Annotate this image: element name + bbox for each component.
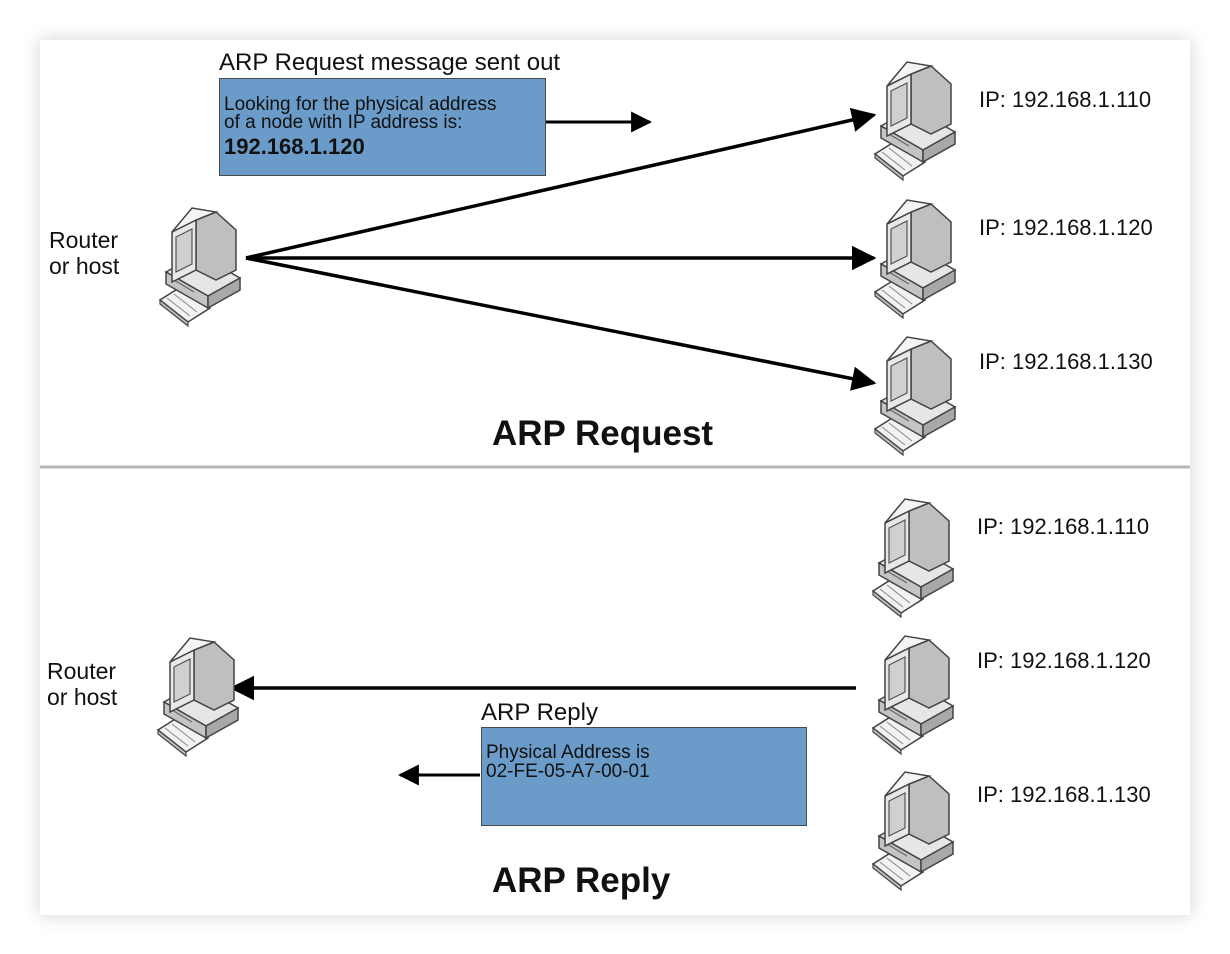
computer-icon — [874, 199, 956, 319]
request-message-ip: 192.168.1.120 — [224, 134, 365, 159]
request-sender-label-line2: or host — [49, 253, 120, 279]
computer-icon — [159, 207, 241, 327]
reply-section-title: ARP Reply — [492, 861, 671, 900]
request-node-ip-130: IP: 192.168.1.130 — [979, 349, 1153, 374]
computer-icon — [874, 61, 956, 181]
computer-icon — [874, 336, 956, 456]
reply-node-ip-110: IP: 192.168.1.110 — [977, 514, 1150, 539]
reply-message-caption: ARP Reply — [481, 699, 598, 726]
request-section-title: ARP Request — [492, 414, 714, 453]
request-message-box: Looking for the physical address of a no… — [219, 78, 546, 176]
request-arrow-to-node-110 — [245, 107, 877, 260]
computer-icon — [157, 637, 239, 757]
request-sender-label-line1: Router — [49, 227, 119, 253]
computer-icon — [872, 635, 954, 755]
request-message-caption: ARP Request message sent out — [219, 49, 561, 76]
computer-icon — [872, 771, 954, 891]
request-message-line2: of a node with IP address is: — [224, 112, 463, 133]
reply-message-line1: Physical Address is — [486, 742, 650, 763]
request-arrow-to-node-130 — [245, 256, 877, 391]
reply-message-line2: 02-FE-05-A7-00-01 — [486, 761, 650, 782]
reply-sender-label-line1: Router — [47, 658, 117, 684]
reply-node-ip-130: IP: 192.168.1.130 — [977, 782, 1151, 807]
request-node-ip-120: IP: 192.168.1.120 — [979, 215, 1153, 240]
request-message-line1: Looking for the physical address — [224, 94, 497, 115]
reply-sender-label-line2: or host — [47, 684, 118, 710]
computer-icon — [872, 498, 954, 618]
request-node-ip-110: IP: 192.168.1.110 — [979, 87, 1152, 112]
reply-message-box: Physical Address is 02-FE-05-A7-00-01 — [481, 727, 807, 826]
reply-node-ip-120: IP: 192.168.1.120 — [977, 648, 1151, 673]
